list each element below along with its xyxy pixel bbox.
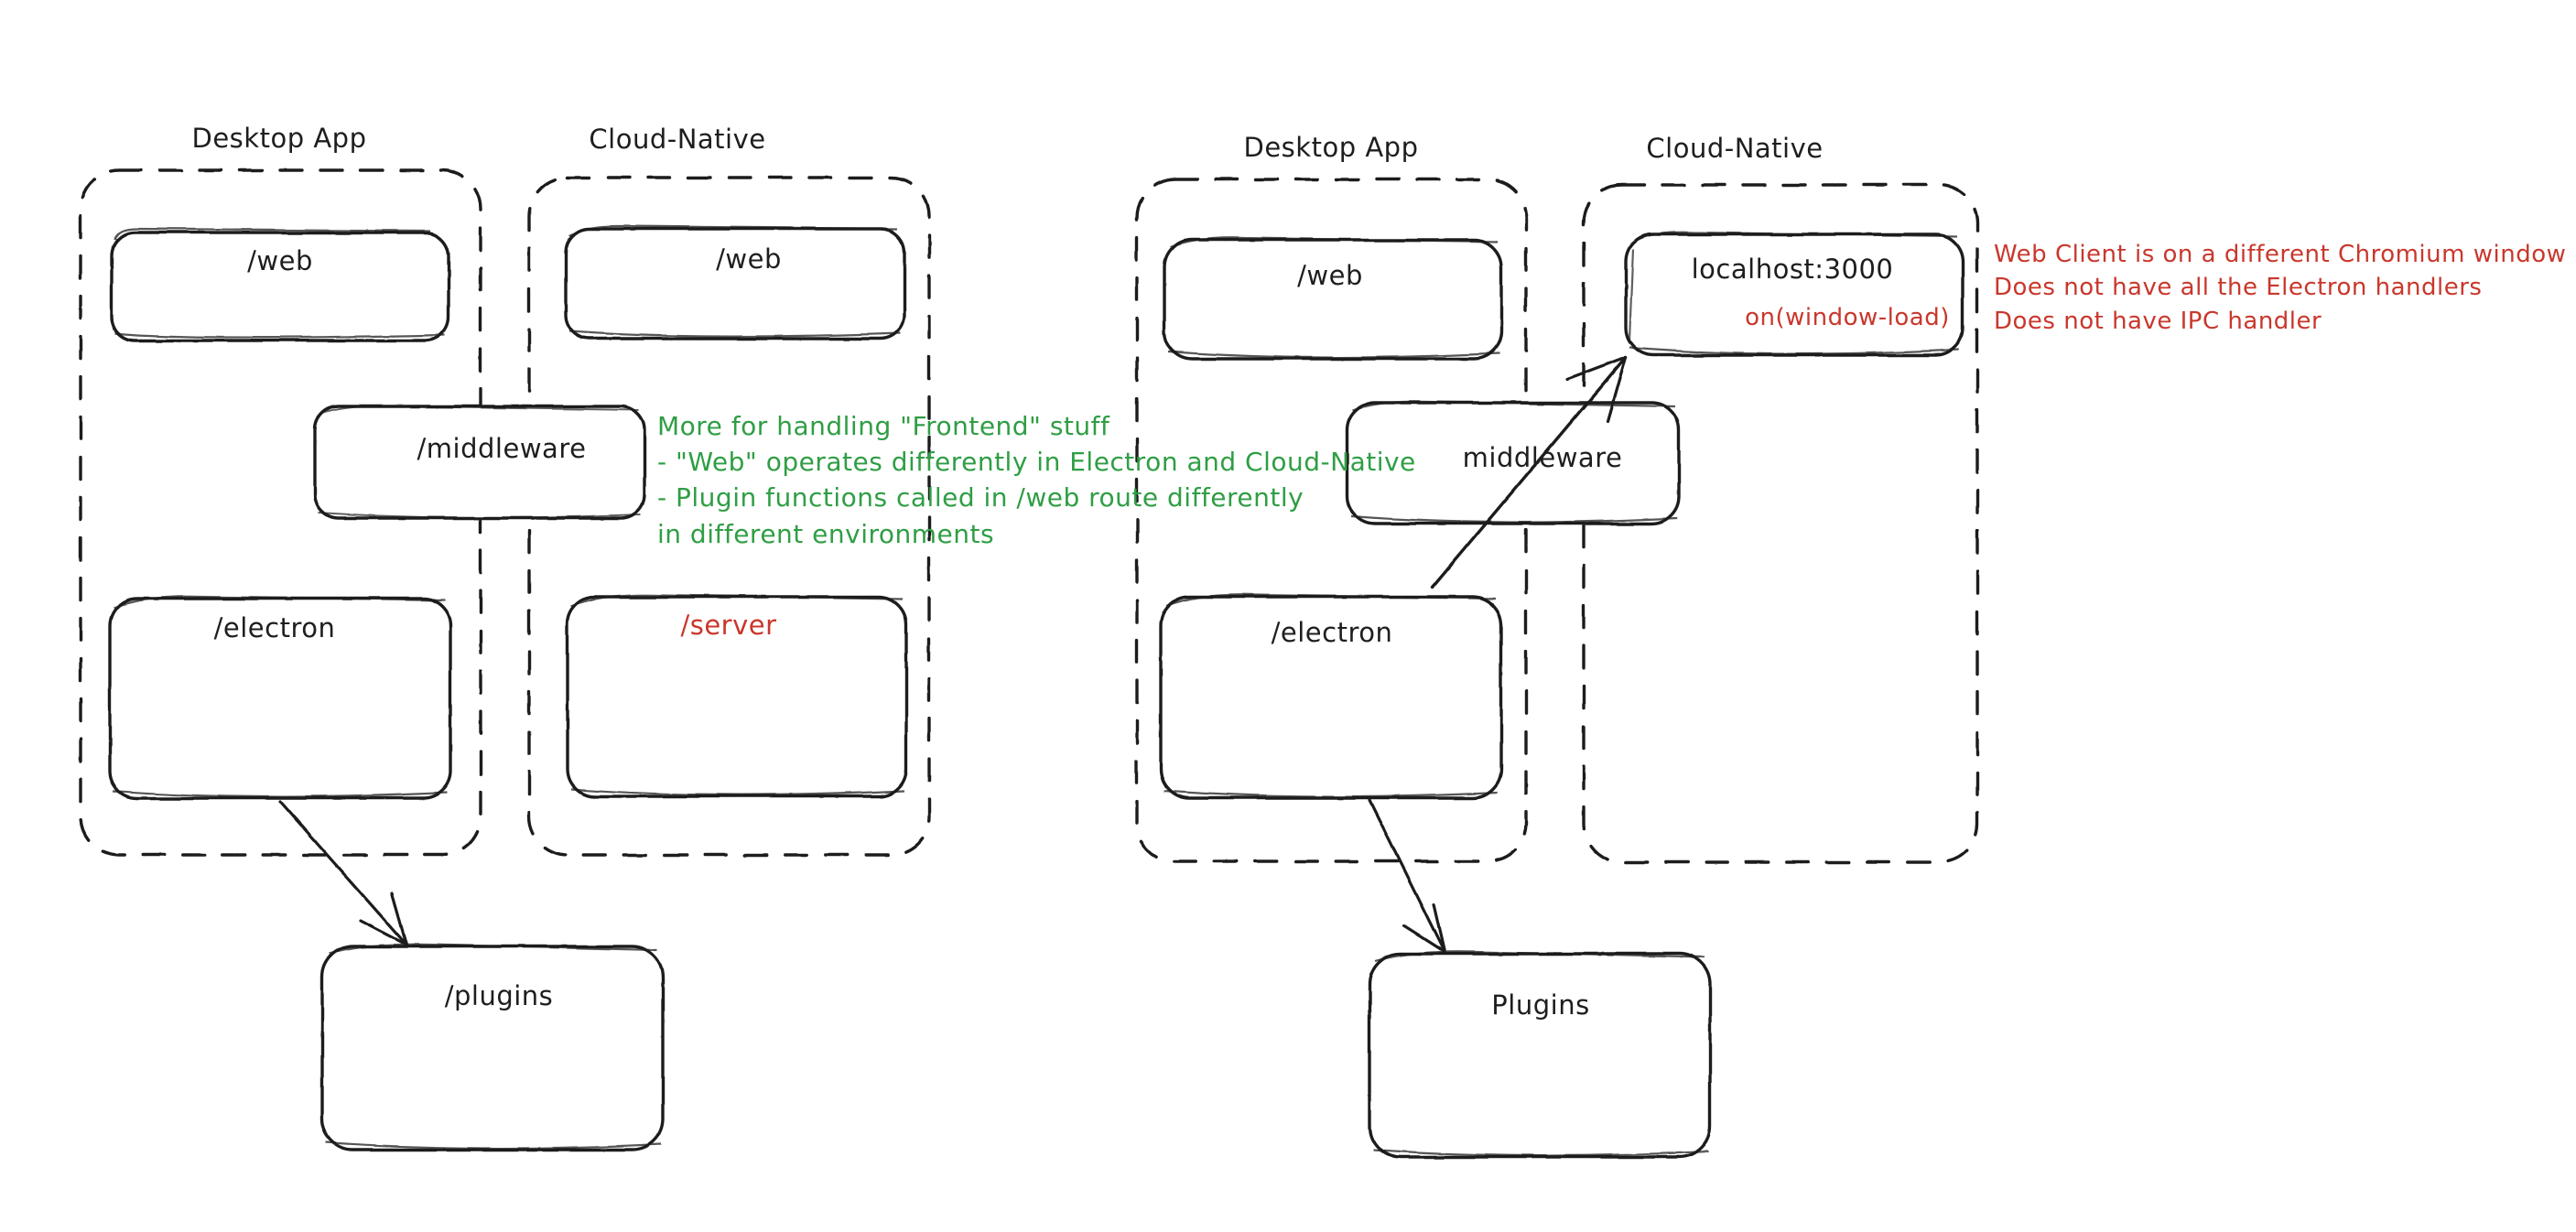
box-left-cloud-web[interactable] [564,224,906,340]
box-label-right-plugins: Plugins [1491,989,1590,1021]
group-title-left-cloud: Cloud-Native [589,124,766,155]
box-label-left-server: /server [680,610,777,641]
box-label-right-desktop-web: /web [1297,260,1363,291]
group-frame-right-desktop [1135,178,1528,863]
box-label-right-electron: /electron [1271,617,1393,648]
box-label-left-middleware: /middleware [417,433,587,464]
box-label-right-middleware: middleware [1462,442,1623,473]
box-right-localhost[interactable] [1624,231,1964,357]
group-frame-left-cloud [527,176,931,857]
box-label-left-desktop-web: /web [247,245,313,276]
box-left-middleware[interactable] [313,405,646,520]
box-label-left-plugins: /plugins [444,980,554,1011]
box-sublabel-right-localhost-onwindowload: on(window-load) [1745,304,1950,331]
box-right-desktop-web[interactable] [1163,236,1503,361]
arrow-left-electron-to-plugins [278,800,408,946]
group-title-right-desktop: Desktop App [1243,132,1419,163]
arrow-right-electron-to-plugins [1368,798,1446,954]
box-right-middleware[interactable] [1346,400,1681,525]
box-left-server[interactable] [566,593,908,798]
box-left-desktop-web[interactable] [110,227,450,342]
box-label-left-electron: /electron [213,612,336,643]
box-left-plugins[interactable] [320,943,665,1151]
box-right-electron[interactable] [1159,593,1503,800]
box-label-right-localhost: localhost:3000 [1691,254,1894,285]
box-right-plugins[interactable] [1368,950,1712,1159]
box-label-left-cloud-web: /web [716,243,782,275]
group-title-left-desktop: Desktop App [191,123,367,154]
annotation-green-frontend-note: More for handling "Frontend" stuff - "We… [657,411,1416,549]
box-left-electron[interactable] [108,595,452,800]
annotation-red-web-client-note: Web Client is on a different Chromium wi… [1994,241,2567,335]
arrow-right-electron-to-localhost [1430,355,1628,589]
group-title-right-cloud: Cloud-Native [1646,133,1824,164]
